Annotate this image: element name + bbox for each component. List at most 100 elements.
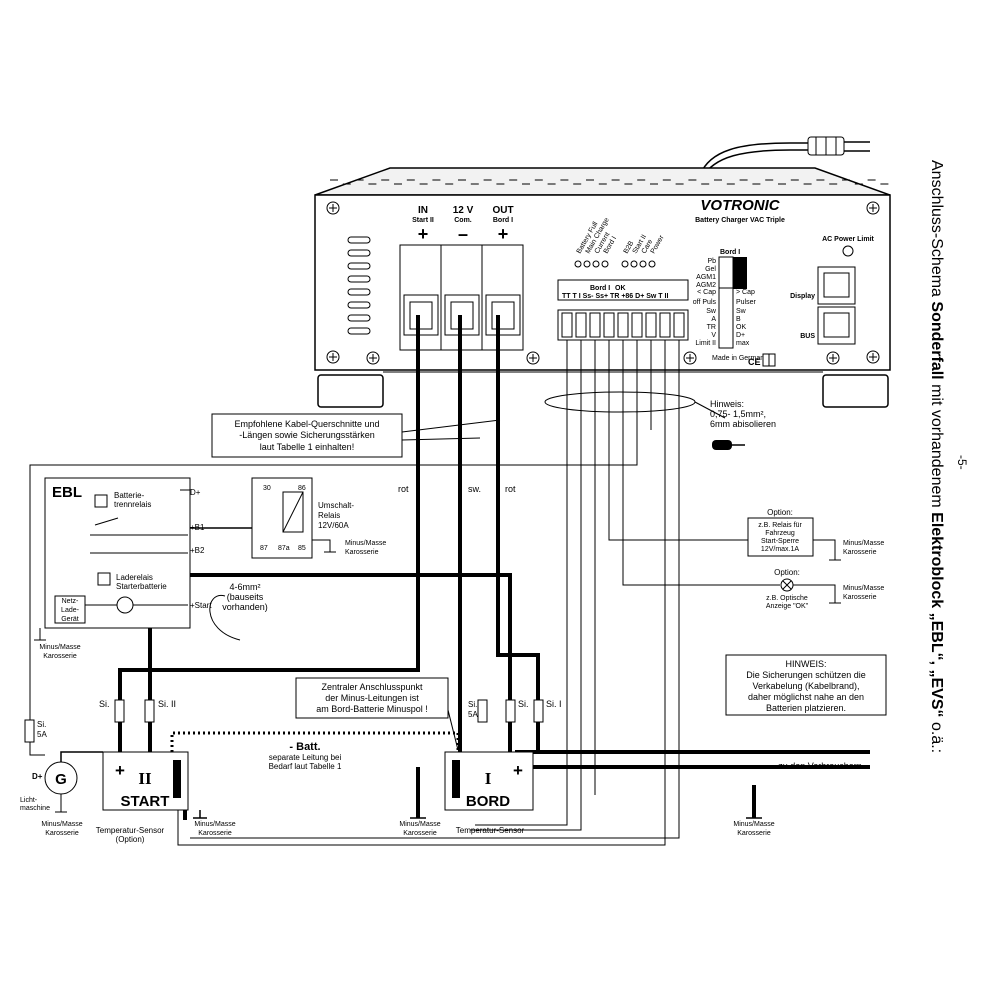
svg-text:AGM1: AGM1: [696, 274, 716, 281]
svg-text:Netz-: Netz-: [62, 598, 79, 605]
svg-text:separate Leitung bei: separate Leitung bei: [269, 753, 342, 762]
svg-text:Temperatur-Sensor: Temperatur-Sensor: [456, 826, 525, 835]
wire-end-icon: [712, 440, 745, 450]
svg-text:OK: OK: [615, 285, 626, 292]
svg-text:Bord I: Bord I: [720, 249, 740, 256]
svg-text:+: +: [513, 761, 523, 780]
svg-text:Batterie-: Batterie-: [114, 491, 145, 500]
manual-icon: [762, 353, 776, 367]
svg-text:Karosserie: Karosserie: [843, 549, 877, 556]
svg-text:Minus/Masse: Minus/Masse: [39, 644, 80, 651]
svg-text:Si. II: Si. II: [158, 699, 176, 709]
screw-icon: [866, 201, 880, 215]
brand-logo: VOTRONIC: [700, 197, 780, 214]
control-wires: [29, 340, 780, 846]
svg-text:vorhanden): vorhanden): [222, 602, 268, 612]
svg-text:Sw: Sw: [736, 308, 747, 315]
svg-text:+B2: +B2: [190, 546, 205, 555]
wire-spec-note: Hinweis: 0,75- 1,5mm², 6mm abisolieren: [710, 399, 776, 450]
bord-battery: + I BORD: [444, 751, 534, 811]
svg-text:Minus/Masse: Minus/Masse: [733, 821, 774, 828]
terminal-labels: IN Start II + 12 V Com. – OUT Bord I +: [412, 205, 513, 244]
screw-icon: [866, 350, 880, 364]
svg-text:Gel: Gel: [705, 266, 716, 273]
svg-text:Karosserie: Karosserie: [198, 830, 232, 837]
svg-text:Pulser: Pulser: [736, 299, 757, 306]
svg-text:Minus/Masse: Minus/Masse: [399, 821, 440, 828]
fuse-hint-note: HINWEIS: Die Sicherungen schützen die Ve…: [725, 654, 887, 716]
svg-text:A: A: [711, 316, 716, 323]
switch-relay: 30 86 87 87a 85 Umschalt- Relais 12V/60A…: [251, 477, 386, 559]
vent-slots: [347, 236, 371, 335]
svg-text:Limit II: Limit II: [695, 340, 716, 347]
svg-text:12V/60A: 12V/60A: [318, 521, 349, 530]
screw-icon: [326, 350, 340, 364]
screw-icon: [326, 201, 340, 215]
lamp-icon: [780, 578, 794, 592]
svg-text:II: II: [138, 769, 152, 788]
svg-text:–: –: [458, 224, 468, 244]
svg-text:Relais: Relais: [318, 511, 340, 520]
svg-text:rot: rot: [505, 484, 516, 494]
svg-text:trennrelais: trennrelais: [114, 500, 151, 509]
svg-text:Si.: Si.: [37, 720, 46, 729]
screw-icon: [366, 351, 380, 365]
svg-text:86: 86: [298, 485, 306, 492]
fuse-5a-alt: Si.5A: [24, 719, 47, 743]
temp-sensor-labels: Temperatur-Sensor (Option) Temperatur-Se…: [96, 826, 525, 844]
svg-text:Display: Display: [790, 293, 815, 300]
svg-text:+B1: +B1: [190, 523, 205, 532]
svg-text:Bedarf laut Tabelle 1: Bedarf laut Tabelle 1: [269, 762, 342, 771]
cross-section-note: 4-6mm² (bauseits vorhanden): [209, 582, 268, 641]
svg-text:Licht-: Licht-: [20, 797, 38, 804]
svg-text:max: max: [736, 340, 750, 347]
svg-text:Karosserie: Karosserie: [45, 830, 79, 837]
ebl-block: EBL D+ Batterie- trennrelais +B1 +B2 Lad…: [34, 477, 212, 660]
option-relay: Option: z.B. Relais für Fahrzeug Start-S…: [747, 508, 884, 561]
svg-text:Si. I: Si. I: [546, 699, 562, 709]
svg-text:OUT: OUT: [492, 205, 513, 216]
svg-text:Minus/Masse: Minus/Masse: [194, 821, 235, 828]
svg-text:(Option): (Option): [116, 835, 145, 844]
svg-text:Option:: Option:: [767, 508, 793, 517]
svg-text:EBL: EBL: [52, 484, 82, 501]
fuse-start-1: Si.: [99, 699, 125, 723]
svg-text:> Cap: > Cap: [736, 289, 755, 296]
start-battery: + II START: [102, 751, 189, 811]
svg-text:z.B. Relais für: z.B. Relais für: [758, 522, 802, 529]
svg-text:Die Sicherungen schützen die: Die Sicherungen schützen die: [746, 670, 866, 680]
svg-text:Karosserie: Karosserie: [345, 549, 379, 556]
svg-text:daher möglichst nahe an den: daher möglichst nahe an den: [748, 692, 864, 702]
svg-text:Minus/Masse: Minus/Masse: [41, 821, 82, 828]
svg-text:87a: 87a: [278, 545, 290, 552]
svg-text:Com.: Com.: [454, 217, 472, 224]
fuses: Si. Si. II Si. Si. I Si.5A Si.5A: [24, 699, 562, 743]
charger-unit: IN Start II + 12 V Com. – OUT Bord I + V…: [314, 136, 891, 408]
svg-text:Karosserie: Karosserie: [843, 594, 877, 601]
svg-text:OK: OK: [736, 324, 746, 331]
svg-text:Gerät: Gerät: [61, 616, 79, 623]
batt-minus-link: - Batt. separate Leitung bei Bedarf laut…: [170, 731, 460, 771]
svg-text:BORD: BORD: [466, 793, 510, 810]
svg-text:Pb: Pb: [707, 258, 716, 265]
ce-mark: CE: [748, 357, 761, 367]
svg-text:laut Tabelle 1 einhalten!: laut Tabelle 1 einhalten!: [260, 442, 354, 452]
svg-text:TR: TR: [707, 324, 716, 331]
svg-text:D+: D+: [190, 488, 201, 497]
screw-icon: [826, 351, 840, 365]
svg-text:- Batt.: - Batt.: [289, 741, 320, 753]
svg-text:Empfohlene Kabel-Querschnitte: Empfohlene Kabel-Querschnitte und: [234, 419, 379, 429]
svg-text:6mm abisolieren: 6mm abisolieren: [710, 419, 776, 429]
svg-text:Umschalt-: Umschalt-: [318, 501, 354, 510]
model-name: Battery Charger VAC Triple: [695, 217, 785, 224]
svg-text:+Start: +Start: [190, 601, 212, 610]
plug-icon: [807, 136, 870, 156]
svg-text:Karosserie: Karosserie: [737, 830, 771, 837]
svg-text:der Minus-Leitungen ist: der Minus-Leitungen ist: [325, 693, 419, 703]
alternator: G D+ Licht- maschine: [20, 751, 103, 813]
svg-text:Bord I: Bord I: [590, 285, 610, 292]
svg-text:rot: rot: [398, 484, 409, 494]
svg-text:Lade-: Lade-: [61, 607, 80, 614]
svg-text:+: +: [115, 761, 125, 780]
